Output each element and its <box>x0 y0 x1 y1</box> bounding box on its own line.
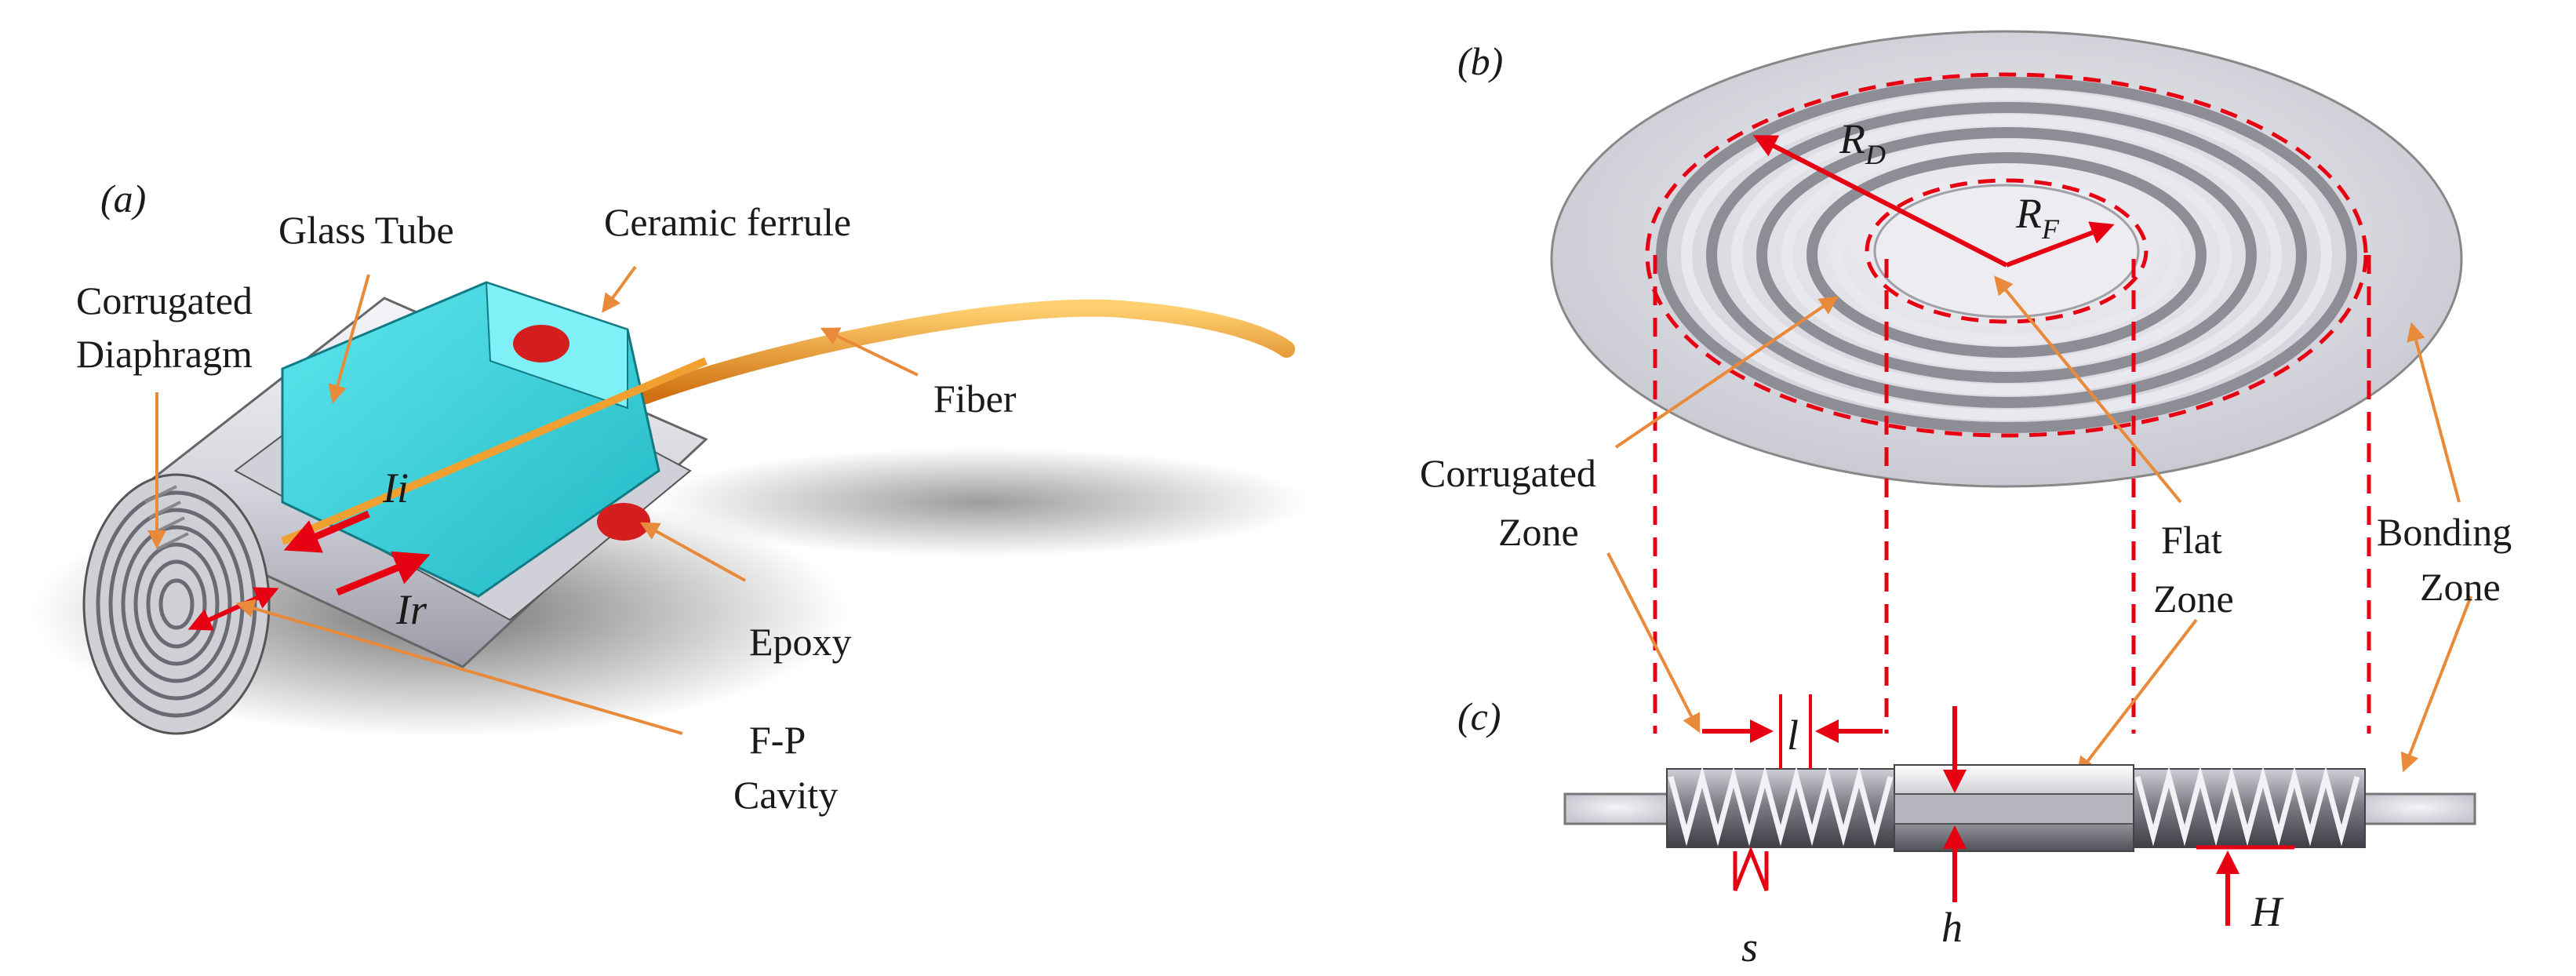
fiber-core <box>281 357 708 545</box>
flat-center-plate <box>1894 793 2134 825</box>
label-corr-zone-1: Corrugated <box>1420 451 1596 495</box>
panel-label-c: (c) <box>1457 694 1501 738</box>
leader-corr-zone-top <box>1614 296 1839 449</box>
fiber-shadow <box>651 447 1310 557</box>
leader-glass-tube <box>328 274 370 404</box>
label-ir: Ir <box>395 586 428 633</box>
projection-lines <box>1653 255 2371 734</box>
panel-c: (c) l s h H <box>1457 694 2476 971</box>
leader-bond-zone-bottom <box>2400 595 2472 773</box>
label-fp: F-P <box>749 718 806 762</box>
arrow-rf <box>2005 221 2115 268</box>
symbol-s: s <box>1741 923 1758 971</box>
label-corrugated: Corrugated <box>76 279 253 322</box>
epoxy-bottom <box>597 503 650 541</box>
panel-a: (a) Glass Tube Ceramic ferrule Corrugate… <box>31 177 1310 817</box>
dash-outer-boundary <box>1645 72 2368 438</box>
leader-bond-zone-top <box>2407 322 2461 503</box>
label-flat-zone-2: Zone <box>2153 577 2234 621</box>
label-glass-tube: Glass Tube <box>278 208 454 252</box>
label-ceramic-ferrule: Ceramic ferrule <box>604 200 851 244</box>
label-flat-zone-1: Flat <box>2161 518 2222 562</box>
label-bond-zone-1: Bonding <box>2377 510 2512 554</box>
symbol-H: H <box>2250 888 2284 935</box>
label-corr-zone-2: Zone <box>1498 510 1579 554</box>
dim-s-bracket <box>1733 846 1769 891</box>
label-fiber: Fiber <box>933 377 1017 421</box>
leaders-a <box>147 265 919 735</box>
bonding-strip-left <box>1563 792 1672 825</box>
leader-fp-cavity <box>235 599 683 735</box>
disc-corrugated-rings <box>1656 77 2357 433</box>
fiber-cable <box>635 299 1295 405</box>
corr-wave-left <box>1668 766 1894 847</box>
leader-flat-zone-bottom <box>2076 618 2198 776</box>
end-cap-rings <box>96 490 257 718</box>
dash-inner-boundary <box>1865 178 2148 324</box>
symbol-rf: RF <box>2015 190 2060 245</box>
leader-ceramic-ferrule <box>602 265 637 313</box>
panel-b: (b) RD RF <box>1420 30 2512 776</box>
label-epoxy: Epoxy <box>749 620 852 664</box>
symbol-rd: RD <box>1839 115 1886 170</box>
arrow-rd <box>1752 135 2008 268</box>
panel-label-a: (a) <box>100 177 146 220</box>
leader-epoxy <box>639 522 746 582</box>
symbol-h: h <box>1941 904 1963 951</box>
leader-flat-zone-top <box>1993 275 2182 504</box>
panel-label-b: (b) <box>1457 39 1503 83</box>
symbol-l: l <box>1787 712 1799 759</box>
arrow-fp-cavity <box>187 587 279 631</box>
leader-corr-zone-bottom <box>1606 552 1701 734</box>
bonding-strip-right <box>2360 792 2476 825</box>
leader-fiber <box>820 327 919 377</box>
leaders-b <box>1606 275 2472 776</box>
label-diaphragm: Diaphragm <box>76 332 253 376</box>
label-cavity: Cavity <box>733 773 838 817</box>
corr-wave-right <box>2134 766 2360 847</box>
arrow-ir <box>336 551 431 596</box>
arrow-ii <box>283 510 370 553</box>
label-ii: Ii <box>382 464 409 512</box>
epoxy-top <box>513 325 569 362</box>
disc-flat-zone <box>1873 184 2140 319</box>
label-bond-zone-2: Zone <box>2420 565 2501 609</box>
